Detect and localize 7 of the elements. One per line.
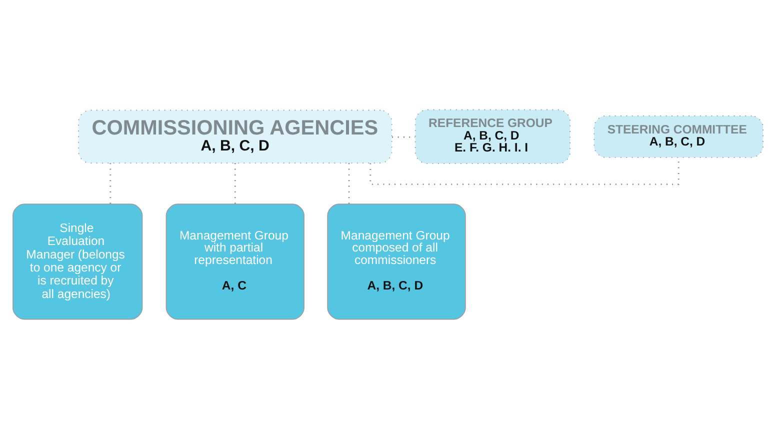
node-box: Management Group with partial representation A, C [166, 203, 304, 320]
node-box: COMMISSIONING AGENCIES A, B, C, D [78, 109, 392, 164]
node-box: Management Group composed of all commissioners A, B, C, D [327, 203, 466, 320]
connector [392, 136, 416, 138]
node-box: Single Evaluation Manager (belongs to one agency or is recruited by all agencies) [12, 203, 143, 320]
node-box: STEERING COMMITTEE A, B, C, D [594, 114, 764, 158]
node-box: REFERENCE GROUP A, B, C, D E. F. G. H. I. I [414, 108, 571, 164]
